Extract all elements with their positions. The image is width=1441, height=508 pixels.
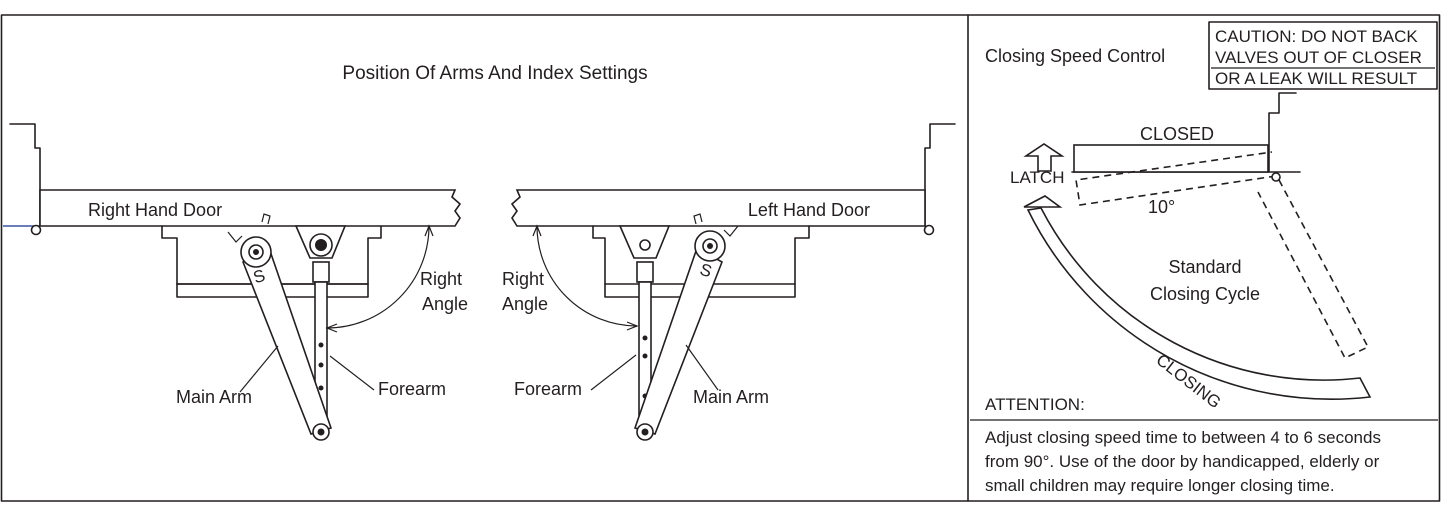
left-hand-door [510, 189, 926, 227]
index-mark-right-2 [261, 213, 271, 225]
right-angle-label-right-2: Angle [422, 294, 468, 314]
arms-title: Position Of Arms And Index Settings [342, 63, 647, 84]
latch-label: LATCH [1010, 168, 1064, 187]
cycle-label-1: Standard [1168, 257, 1241, 277]
closing-arc [1026, 207, 1372, 400]
latch-arrow [1023, 143, 1065, 172]
attention-line-1: Adjust closing speed time to between 4 t… [985, 428, 1381, 447]
right-angle-arc-left [536, 225, 638, 327]
hinge-pivot-right [923, 224, 935, 236]
cycle-label-2: Closing Cycle [1150, 284, 1260, 304]
pivot-point [1271, 172, 1281, 182]
attention-line-2: from 90°. Use of the door by handicapped… [985, 452, 1380, 471]
left-hand-door-assembly: Left Hand Door S Right Angle For [502, 123, 956, 441]
main-arm-label-left: Main Arm [693, 387, 769, 407]
standard-cycle-door [1257, 179, 1370, 360]
right-angle-label-right-1: Right [420, 269, 462, 289]
ten-degree-door [1075, 151, 1277, 206]
right-angle-label-left-2: Angle [502, 294, 548, 314]
index-mark-left-1 [723, 225, 739, 237]
outer-frame [0, 14, 1441, 502]
caution-box: CAUTION: DO NOT BACK VALVES OUT OF CLOSE… [1208, 21, 1438, 90]
forearm-label-left: Forearm [514, 379, 582, 399]
arm-s-mark-right: S [251, 266, 268, 288]
right-angle-arc-right [326, 225, 430, 329]
closed-frame [1268, 92, 1297, 173]
frame-jamb-right [924, 123, 956, 227]
closing-speed-title: Closing Speed Control [985, 46, 1165, 66]
attention-line-3: small children may require longer closin… [985, 476, 1335, 495]
attention-title: ATTENTION: [985, 395, 1085, 414]
ten-degree-label: 10° [1148, 197, 1175, 217]
caution-line-1: CAUTION: DO NOT BACK [1215, 27, 1418, 46]
caution-line-2: VALVES OUT OF CLOSER [1215, 48, 1422, 67]
right-hand-door [39, 189, 462, 227]
hinge-pivot [30, 224, 42, 236]
left-hand-door-label: Left Hand Door [748, 200, 870, 220]
index-mark-right-1 [227, 231, 243, 243]
caution-line-3: OR A LEAK WILL RESULT [1215, 69, 1417, 88]
right-hand-door-assembly: Right Hand Door S Right Angle [9, 123, 468, 441]
closed-label: CLOSED [1140, 124, 1214, 144]
arm-s-mark-left: S [698, 260, 715, 282]
closed-door [1073, 144, 1269, 173]
forearm-label-right: Forearm [378, 379, 446, 399]
index-mark-left-2 [693, 213, 703, 225]
right-angle-label-left-1: Right [502, 269, 544, 289]
right-hand-door-label: Right Hand Door [88, 200, 222, 220]
frame-jamb-left [9, 123, 41, 227]
closing-arrowhead [1023, 195, 1063, 208]
main-arm-label-right: Main Arm [176, 387, 252, 407]
